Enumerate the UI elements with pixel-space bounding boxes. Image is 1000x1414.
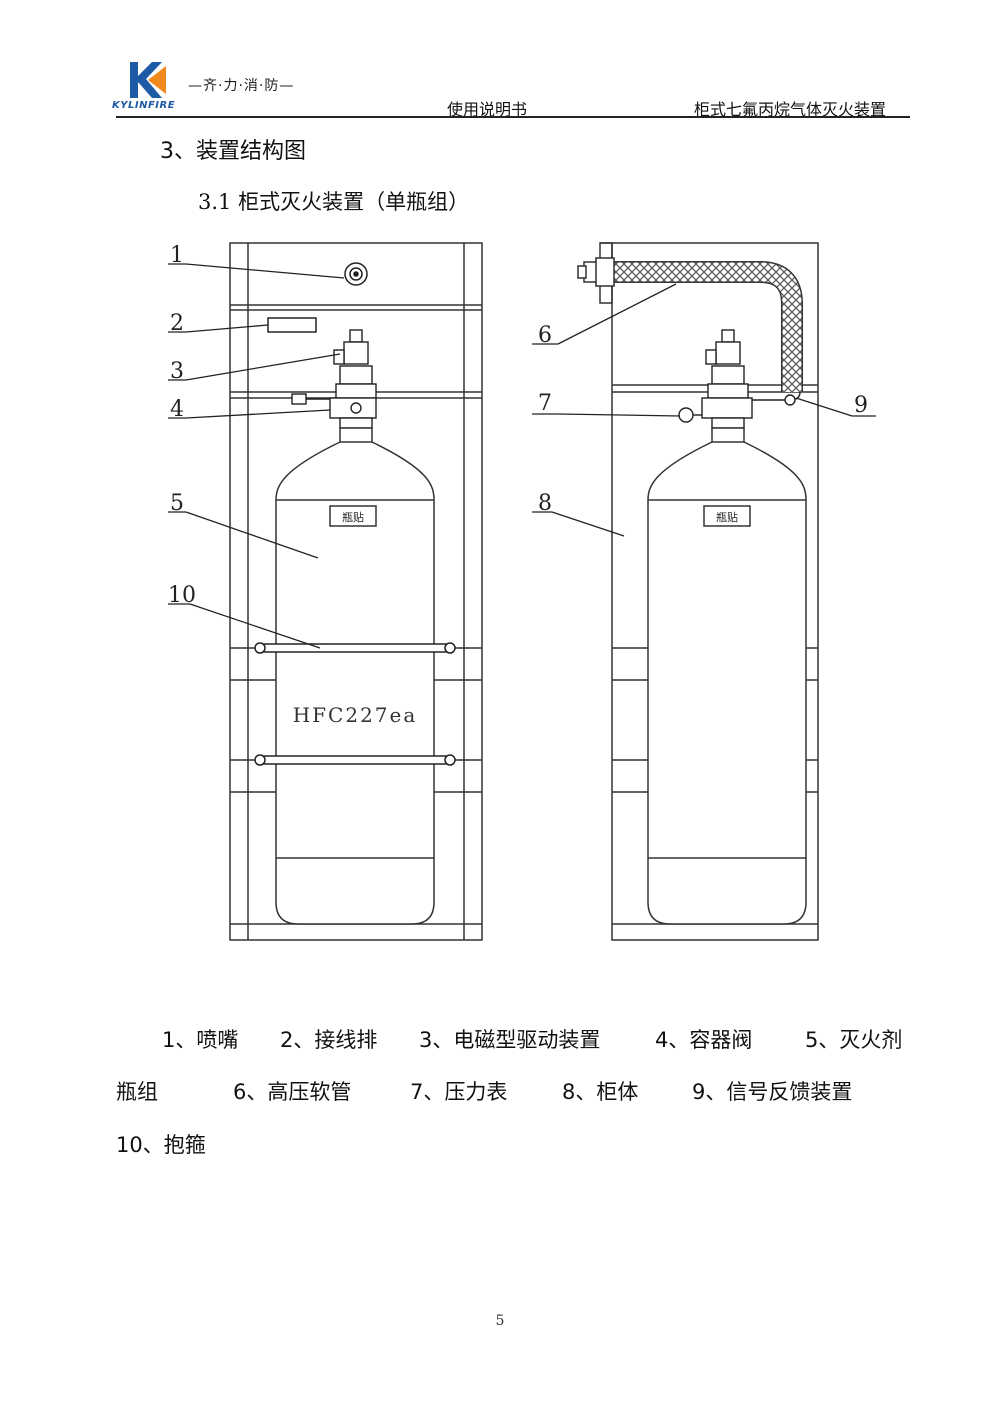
callout-5: 5 [170,491,184,516]
callout-2: 2 [170,311,184,336]
pressure-gauge [678,407,702,423]
bottle-label-right: 瓶贴 [716,510,738,524]
legend-item: 8、柜体 [562,1080,639,1104]
brand-name-en: KYLINFIRE [112,100,176,111]
nozzle [344,262,368,286]
legend-item: 7、压力表 [410,1080,508,1104]
container-valve-left [291,329,377,429]
callout-3: 3 [170,359,184,384]
callout-8: 8 [538,491,552,516]
legend-item: 2、接线排 [280,1028,378,1052]
brand-name-cn: —齐·力·消·防— [188,78,295,94]
company-logo [130,62,166,98]
logo-blue-k [130,62,162,98]
doc-type: 使用说明书 [447,100,528,119]
leader-lines [168,263,876,649]
terminal-block [267,317,317,333]
callout-10: 10 [168,583,196,608]
legend-item: 9、信号反馈装置 [692,1080,853,1104]
clamp-left-upper [254,642,456,654]
structure-diagram: 瓶贴 HFC227ea [168,242,876,941]
product-name: 柜式七氟丙烷气体灭火装置 [694,100,887,119]
legend-item: 1、喷嘴 [162,1028,239,1052]
hose-connector [577,257,615,287]
high-pressure-hose [614,261,803,392]
legend-item: 6、高压软管 [233,1080,352,1104]
legend-item: 10、抱箍 [116,1133,206,1157]
container-valve-right [701,329,801,429]
legend-item: 5、灭火剂 [805,1028,903,1052]
legend-item: 4、容器阀 [655,1028,753,1052]
header: —齐·力·消·防— KYLINFIRE 使用说明书 柜式七氟丙烷气体灭火装置 [0,0,1000,120]
callout-9: 9 [854,393,868,418]
bottle-label-left: 瓶贴 [342,510,364,524]
legend-item: 瓶组 [116,1080,158,1104]
callout-4: 4 [170,397,184,422]
section-title: 3、装置结构图 [160,139,306,164]
header-divider [116,116,910,118]
legend-item: 3、电磁型驱动装置 [419,1028,601,1052]
callout-1: 1 [170,243,184,268]
clamp-left-lower [254,754,456,766]
callout-7: 7 [538,391,552,416]
callout-6: 6 [538,323,552,348]
agent-bottle-left [275,427,435,925]
page-number: 5 [495,1313,505,1329]
agent-bottle-right [647,427,807,925]
section-subtitle: 3.1 柜式灭火装置（单瓶组） [198,190,470,214]
logo-orange-wedge [148,66,166,94]
agent-name: HFC227ea [293,703,418,727]
